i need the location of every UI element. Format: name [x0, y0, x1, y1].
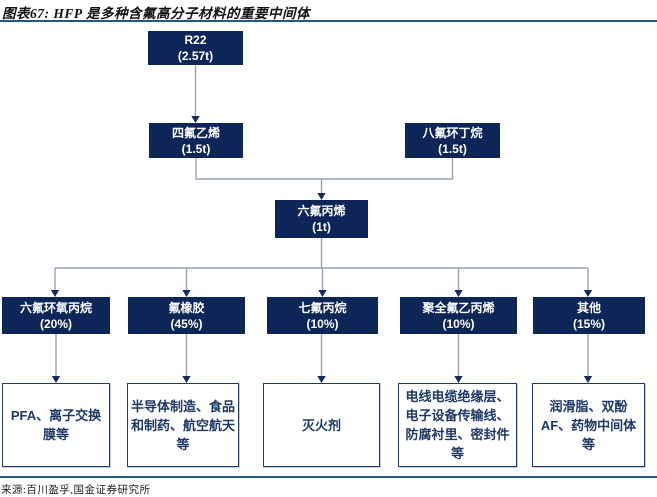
- node-product-heptafluoropropane: 七氟丙烷 (10%): [267, 297, 378, 334]
- node-label: 聚全氟乙丙烯: [422, 300, 495, 315]
- node-label: R22: [184, 33, 207, 47]
- leaf-applications-others: 润滑脂、双酚AF、药物中间体等: [532, 383, 645, 467]
- node-r22: R22 (2.57t): [148, 31, 243, 65]
- node-hexafluoropropylene: 六氟丙烯 (1t): [275, 200, 368, 238]
- node-label: 氟橡胶: [168, 300, 205, 315]
- node-label: 其他: [576, 300, 601, 315]
- leaf-applications-fep: 电线电缆绝缘层、电子设备传输线、防腐衬里、密封件等: [398, 383, 517, 467]
- leaf-text: 半导体制造、食品和制药、航空航天等: [131, 398, 236, 452]
- leaf-text: PFA、离子交换膜等: [10, 408, 102, 442]
- node-value: (1t): [312, 220, 331, 234]
- node-value: (2.57t): [177, 49, 214, 63]
- node-tetrafluoroethylene: 四氟乙烯 (1.5t): [149, 123, 243, 158]
- node-value: (10%): [306, 316, 339, 331]
- node-product-fep: 聚全氟乙丙烯 (10%): [400, 297, 517, 334]
- node-value: (1.5t): [181, 141, 211, 156]
- leaf-text: 电线电缆绝缘层、电子设备传输线、防腐衬里、密封件等: [405, 389, 510, 461]
- figure-title: 图表67: HFP 是多种含氟高分子材料的重要中间体: [2, 6, 310, 21]
- footer-divider: [0, 476, 657, 478]
- node-product-fluororubber: 氟橡胶 (45%): [128, 297, 245, 334]
- leaf-applications-hfpo: PFA、离子交换膜等: [2, 383, 110, 467]
- title-divider: [0, 20, 657, 22]
- node-label: 六氟环氧丙烷: [19, 300, 92, 315]
- node-product-others: 其他 (15%): [533, 297, 645, 334]
- node-octafluorocyclobutane: 八氟环丁烷 (1.5t): [405, 123, 500, 158]
- node-label: 四氟乙烯: [171, 125, 220, 140]
- node-value: (1.5t): [438, 141, 467, 156]
- source-note: 来源:百川盈孚,国金证券研究所: [1, 485, 151, 496]
- node-label: 七氟丙烷: [298, 300, 347, 315]
- node-value: (10%): [442, 316, 475, 331]
- leaf-text: 润滑脂、双酚AF、药物中间体等: [540, 398, 637, 452]
- node-value: (15%): [572, 316, 605, 331]
- node-label: 八氟环丁烷: [422, 125, 483, 140]
- leaf-applications-heptafluoropropane: 灭火剂: [263, 383, 380, 467]
- node-value: (45%): [170, 316, 203, 331]
- node-value: (20%): [39, 316, 72, 331]
- leaf-text: 灭火剂: [301, 417, 341, 433]
- node-label: 六氟丙烯: [297, 204, 346, 218]
- node-product-hfpo: 六氟环氧丙烷 (20%): [2, 297, 110, 334]
- leaf-applications-fluororubber: 半导体制造、食品和制药、航空航天等: [127, 383, 239, 467]
